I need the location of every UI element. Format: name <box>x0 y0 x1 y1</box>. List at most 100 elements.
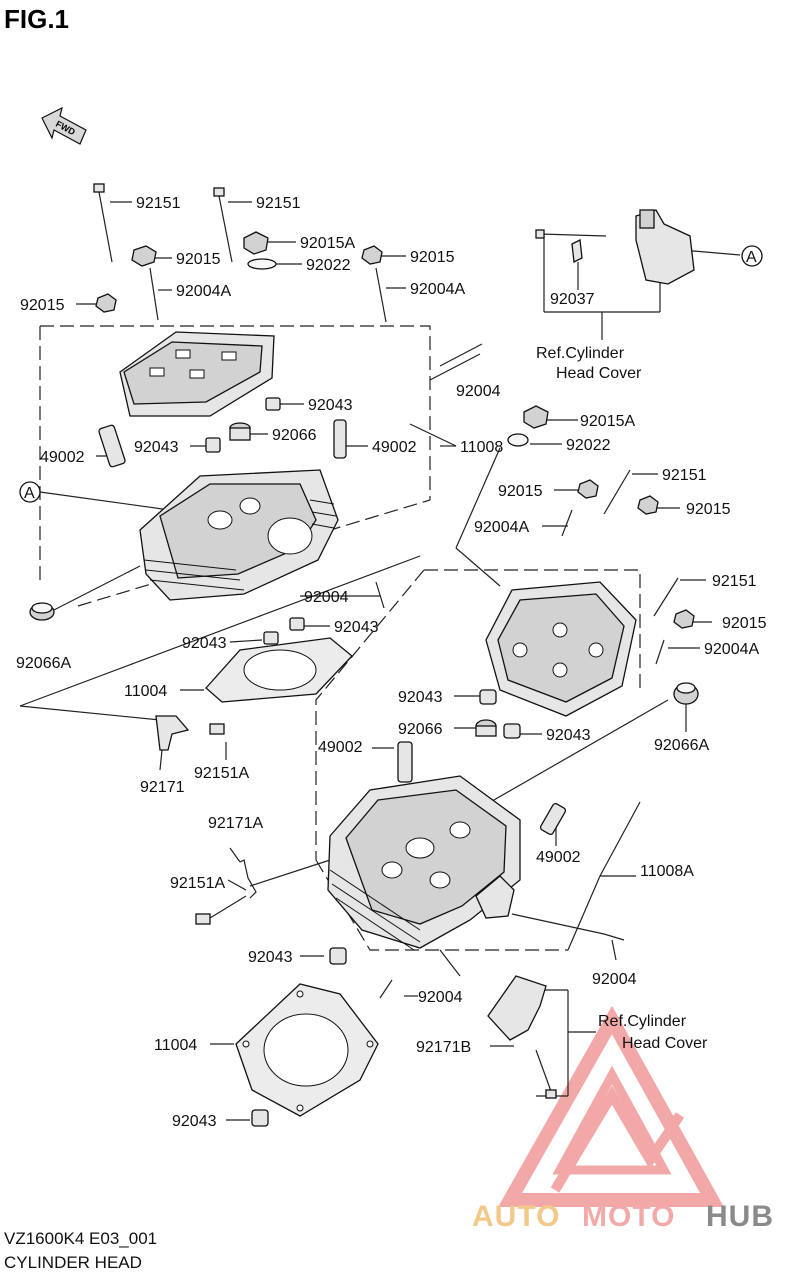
nut-92015A-right-icon <box>523 405 549 429</box>
label-92015A: 92015A <box>300 235 355 252</box>
upper-cam-holder-part <box>119 331 275 417</box>
label-92022: 92022 <box>306 257 351 274</box>
watermark-text-moto: MOTO <box>582 1200 675 1233</box>
label-92151A: 92151A <box>194 765 249 782</box>
section-title: CYLINDER HEAD <box>4 1253 142 1272</box>
watermark-text-auto: AUTO <box>472 1200 560 1233</box>
svg-text:A: A <box>746 249 757 266</box>
label-92151A: 92151A <box>170 875 225 892</box>
dowel-92043-icon <box>265 397 281 411</box>
svg-text:Ref.Cylinder: Ref.Cylinder <box>536 345 625 362</box>
label-92043: 92043 <box>134 439 179 456</box>
dowel-92043-c-icon <box>263 631 279 645</box>
label-92015: 92015 <box>410 249 455 266</box>
ref-head-cover-top-part <box>535 209 695 285</box>
label-49002: 49002 <box>536 849 581 866</box>
label-92015: 92015 <box>176 251 221 268</box>
bracket-92171B-icon <box>487 975 557 1099</box>
label-92151: 92151 <box>256 195 301 212</box>
gasket-11004-lower-part <box>235 983 379 1117</box>
valve-49002-c-icon <box>539 802 567 836</box>
label-92004A: 92004A <box>410 281 465 298</box>
label-11008A: 11008A <box>640 863 694 880</box>
label-92015A: 92015A <box>580 413 635 430</box>
stud-92004A-icon <box>149 267 159 321</box>
washer-92022-icon <box>247 258 277 270</box>
stud-92004A-right-icon <box>375 267 387 323</box>
label-92004A: 92004A <box>474 519 529 536</box>
bolt-92151-r1-icon <box>603 469 631 515</box>
nut-92015A-icon <box>243 231 269 255</box>
bolt-92151-r2-icon <box>653 577 679 617</box>
label-11004: 11004 <box>154 1037 197 1054</box>
gasket-11004-upper-part <box>205 637 353 703</box>
label-11008: 11008 <box>460 439 503 456</box>
bolt-92151-mid-icon <box>213 187 233 263</box>
nut-92015-r2-icon <box>637 495 659 515</box>
svg-text:Head Cover: Head Cover <box>556 365 642 382</box>
label-92043: 92043 <box>546 727 591 744</box>
nut-92015-right-icon <box>361 245 383 265</box>
label-92043: 92043 <box>308 397 353 414</box>
bolt-92151-left-icon <box>93 183 113 263</box>
bracket-92171-icon <box>155 715 225 751</box>
watermark-text-hub: HUB <box>706 1200 774 1233</box>
valve-49002-icon <box>98 419 347 468</box>
label-92004: 92004 <box>592 971 637 988</box>
label-11004: 11004 <box>124 683 167 700</box>
label-92004: 92004 <box>304 589 349 606</box>
label-92015: 92015 <box>686 501 731 518</box>
label-92015: 92015 <box>20 297 65 314</box>
label-92066: 92066 <box>398 721 443 738</box>
nut-92015-lower-icon <box>95 293 117 313</box>
nut-92015-r1-icon <box>577 479 599 499</box>
label-92171B: 92171B <box>416 1039 471 1056</box>
label-92043: 92043 <box>248 949 293 966</box>
stud-92004-lower-icon <box>375 581 385 609</box>
label-92004: 92004 <box>418 989 463 1006</box>
stud-92004A-r-icon <box>561 509 573 537</box>
label-49002: 49002 <box>318 739 363 756</box>
part-labels: 92151 92151 92015 92015A 92015 92022 920… <box>16 195 767 1130</box>
plug-92066A-icon <box>29 602 55 621</box>
label-49002: 49002 <box>372 439 417 456</box>
dowel-92043-h-icon <box>251 1109 269 1127</box>
label-92043: 92043 <box>182 635 227 652</box>
label-92004A: 92004A <box>704 641 759 658</box>
svg-text:Ref.Cylinder: Ref.Cylinder <box>598 1013 687 1030</box>
label-92004: 92004 <box>456 383 501 400</box>
label-92171: 92171 <box>140 779 185 796</box>
label-92022: 92022 <box>566 437 611 454</box>
dowel-92043-g-icon <box>329 947 347 965</box>
figure-label: FIG.1 <box>4 4 69 34</box>
label-92043: 92043 <box>172 1113 217 1130</box>
svg-text:Head Cover: Head Cover <box>622 1035 708 1052</box>
stud-92004-r3-icon <box>379 979 393 999</box>
label-92066A: 92066A <box>16 655 71 672</box>
label-92151: 92151 <box>136 195 181 212</box>
dowel-92043-b-icon <box>205 437 221 453</box>
stud-92004-icon <box>439 343 483 367</box>
svg-text:A: A <box>24 485 35 502</box>
label-92151: 92151 <box>712 573 757 590</box>
label-92015: 92015 <box>498 483 543 500</box>
label-92043: 92043 <box>334 619 379 636</box>
label-92171A: 92171A <box>208 815 263 832</box>
valve-49002-b-icon <box>397 741 413 783</box>
ref-note-bottom: Ref.Cylinder Head Cover <box>598 1013 708 1052</box>
fwd-arrow-icon: FWD <box>41 106 87 145</box>
callout-A-left: A <box>19 481 41 503</box>
label-92151: 92151 <box>662 467 707 484</box>
label-49002: 49002 <box>40 449 85 466</box>
rear-cylinder-head-part <box>327 775 521 951</box>
rear-cam-holder-part <box>485 581 637 717</box>
front-cylinder-head-part <box>139 469 339 601</box>
ref-note-top: Ref.Cylinder Head Cover <box>536 345 642 382</box>
nut-92015-r3-icon <box>673 609 695 629</box>
plug-92066-right-icon <box>475 719 497 737</box>
label-92004A: 92004A <box>176 283 231 300</box>
stud-92004-r4-icon <box>603 933 625 941</box>
label-92043: 92043 <box>398 689 443 706</box>
dowel-92043-d-icon <box>289 617 305 631</box>
nut-92015-icon <box>131 245 157 267</box>
